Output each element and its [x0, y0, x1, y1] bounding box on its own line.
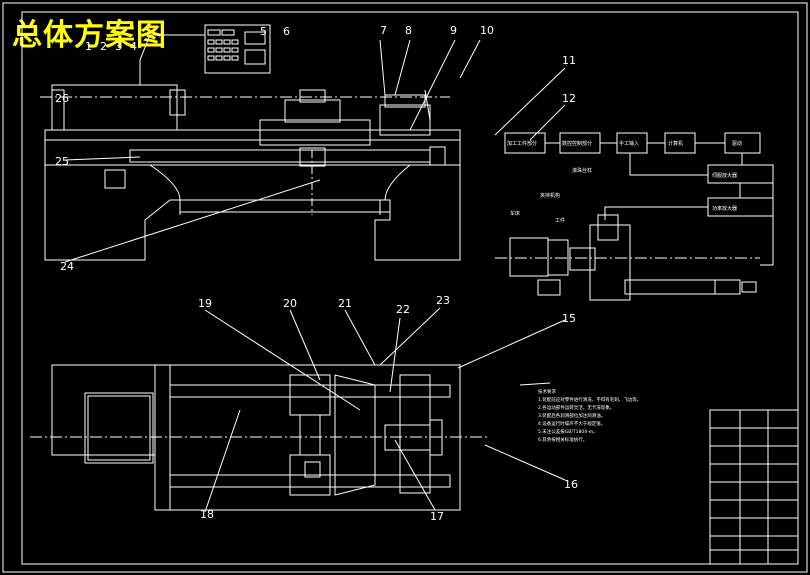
title-block: [709, 409, 799, 565]
block-label-0: 加工工件部分: [507, 140, 537, 147]
callout-22: 22: [396, 303, 410, 316]
tech-line-6: 6.其余按相关标准执行。: [538, 436, 587, 443]
callout-17: 17: [430, 510, 444, 523]
tech-heading: 技术要求: [538, 388, 556, 395]
tech-line-4: 4.设备运行时噪声不大于规定值。: [538, 420, 605, 427]
block-label-6: 功率放大器: [712, 205, 737, 212]
tech-line-5: 5.未注公差按GB/T1804-m。: [538, 428, 598, 435]
callout-9: 9: [450, 24, 457, 37]
mech-label-2: 夹持机构: [540, 192, 560, 199]
callout-4: 4: [130, 40, 137, 53]
callout-3: 3: [115, 40, 122, 53]
callout-7: 7: [380, 24, 387, 37]
callout-5: 5: [260, 25, 267, 38]
control-block-diagram: [495, 132, 774, 301]
callout-24: 24: [60, 260, 74, 273]
callout-23: 23: [436, 294, 450, 307]
leader-lines: [64, 39, 566, 513]
callout-18: 18: [200, 508, 214, 521]
mech-label-1: 工件: [555, 217, 565, 224]
block-label-1: 数控控制部分: [562, 140, 592, 147]
callout-19: 19: [198, 297, 212, 310]
lathe-front-view: [40, 24, 461, 261]
callout-20: 20: [283, 297, 297, 310]
callout-11: 11: [562, 54, 576, 67]
callout-21: 21: [338, 297, 352, 310]
block-labels: 加工工件部分 数控控制部分 手工输入 计算机 驱动 伺服放大器 功率放大器 车床…: [507, 140, 742, 224]
block-label-3: 计算机: [668, 140, 683, 147]
callout-8: 8: [405, 24, 412, 37]
callout-12: 12: [562, 92, 576, 105]
drawing-title: 总体方案图: [12, 18, 167, 53]
block-label-5: 伺服放大器: [712, 172, 737, 179]
callout-6: 6: [283, 25, 290, 38]
callout-26: 26: [55, 92, 69, 105]
callout-10: 10: [480, 24, 494, 37]
block-label-4: 驱动: [732, 140, 742, 147]
tech-line-1: 1.装配前应对零件进行清洗，不得有毛刺、飞边等。: [538, 396, 641, 403]
tech-line-2: 2.各运动部件运转灵活，无卡滞现象。: [538, 404, 614, 411]
callout-2: 2: [100, 40, 107, 53]
tech-requirements: 技术要求 1.装配前应对零件进行清洗，不得有毛刺、飞边等。 2.各运动部件运转灵…: [538, 388, 641, 443]
block-label-2: 手工输入: [619, 140, 639, 147]
tech-line-3: 3.装配后各润滑部位加注润滑油。: [538, 412, 605, 419]
callout-16: 16: [564, 478, 578, 491]
inner-border: [21, 11, 799, 565]
callout-labels: 5 6 7 8 9 10 11 12 15 16 17 18 19 20 21 …: [55, 24, 578, 523]
callout-15: 15: [562, 312, 576, 325]
mech-label-3: 滚珠丝杠: [572, 167, 592, 174]
mech-label-0: 车床: [510, 210, 520, 217]
callout-25: 25: [55, 155, 69, 168]
lathe-top-view: [30, 364, 490, 511]
callout-1: 1: [85, 40, 92, 53]
